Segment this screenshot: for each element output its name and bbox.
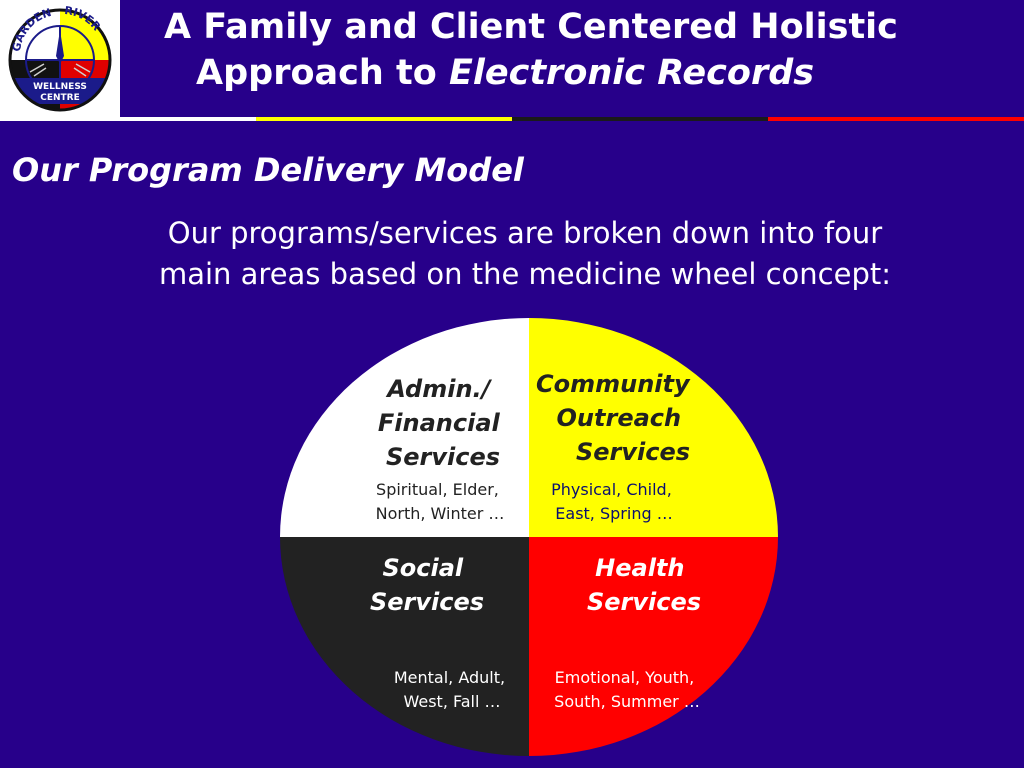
compass-star-icon <box>56 30 64 64</box>
title-line-2-italic: Electronic Records <box>448 53 815 93</box>
title-line-2: Approach to Electronic Records <box>140 50 1024 96</box>
title-line-1: A Family and Client Centered Holistic <box>164 7 898 47</box>
logo-wellness-text: WELLNESS <box>33 82 87 92</box>
health-title: Health Services <box>587 554 701 616</box>
section-heading: Our Program Delivery Model <box>12 151 524 189</box>
intro-paragraph: Our programs/services are broken down in… <box>60 213 990 295</box>
header-bar-red <box>768 117 1024 121</box>
logo-centre-text: CENTRE <box>40 93 80 103</box>
header-bar-white <box>0 117 256 121</box>
sunrise-rays-icon <box>29 63 91 77</box>
social-attributes: Mental, Adult, West, Fall … <box>394 668 510 711</box>
community-attributes: Physical, Child, East, Spring … <box>551 480 677 523</box>
admin-attributes: Spiritual, Elder, North, Winter … <box>376 480 505 523</box>
slide-title: A Family and Client Centered Holistic Ap… <box>140 4 1024 96</box>
social-title: Social Services <box>370 554 484 616</box>
community-title: Community Outreach Services <box>536 370 698 466</box>
health-attributes: Emotional, Youth, South, Summer … <box>554 668 700 711</box>
garden-river-logo: GARDEN RIVER WELLNESS CENTRE <box>8 4 112 112</box>
intro-line-2: main areas based on the medicine wheel c… <box>158 257 892 291</box>
title-line-2-plain: Approach to <box>196 53 449 93</box>
logo-panel: GARDEN RIVER WELLNESS CENTRE <box>0 0 120 120</box>
intro-line-1: Our programs/services are broken down in… <box>167 216 883 250</box>
logo-ring <box>8 8 112 112</box>
header-bar-black <box>512 117 768 121</box>
header-bar-yellow <box>256 117 512 121</box>
admin-title: Admin./ Financial Services <box>378 375 508 471</box>
